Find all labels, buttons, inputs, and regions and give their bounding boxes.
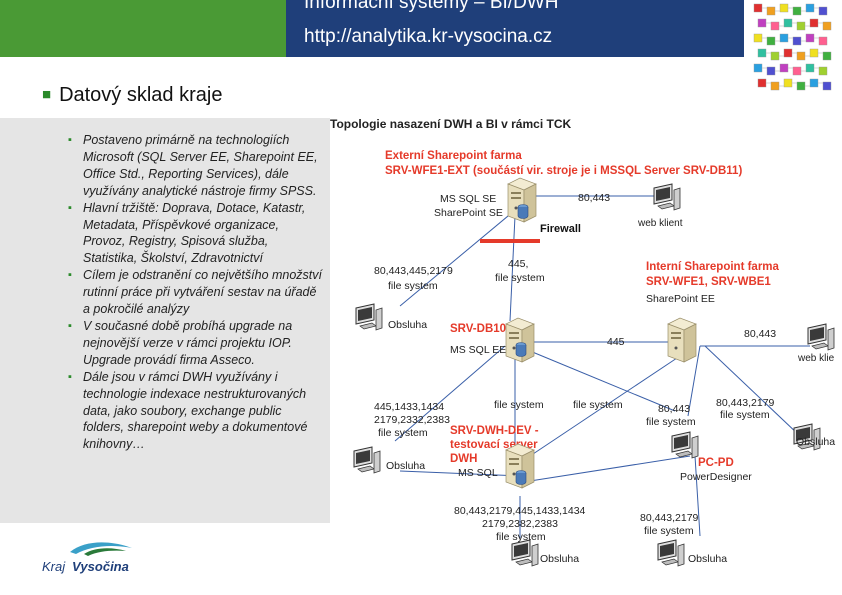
- bullet-item: V současné době probíhá upgrade na nejno…: [68, 318, 324, 369]
- operator-label-bottom-right: Obsluha: [688, 553, 727, 565]
- logo-kraj-text: Kraj: [42, 559, 66, 574]
- ports-left-mid: 445,1433,1434: [374, 401, 444, 413]
- ports-left-top: 80,443,445,2179: [374, 265, 453, 277]
- cube-logo-icon: [753, 3, 832, 91]
- ports-bottom1: 80,443,2179,445,1433,1434: [454, 505, 586, 517]
- int-farm-title: Interní Sharepoint farma: [646, 261, 780, 273]
- fs-label-right-mid: file system: [720, 409, 770, 421]
- section-title-text: Datový sklad kraje: [59, 84, 223, 106]
- ports-bottom-right: 80,443,2179: [640, 512, 699, 524]
- kraj-vysocina-logo: Kraj Vysočina: [42, 542, 132, 574]
- topology-svg: Topologie nasazení DWH a BI v rámci TCK …: [330, 117, 835, 567]
- bullet-item: Postaveno primárně na technologiích Micr…: [68, 132, 324, 200]
- port-label-right: 80,443: [744, 328, 776, 340]
- operator-bottom-right-pc-icon: [657, 539, 685, 567]
- header-bar: Informační systémy – BI/DWH http://analy…: [286, 0, 744, 57]
- bullet-list: Postaveno primárně na technologiích Micr…: [68, 132, 324, 453]
- ports-left-mid2: 2179,2332,2383: [374, 414, 450, 426]
- header-accent-bar: [0, 0, 286, 57]
- fs-label-mid: file system: [494, 399, 544, 411]
- operator-label-1: Obsluha: [388, 319, 427, 331]
- ports-right-mid: 80,443,2179: [716, 397, 775, 409]
- operator-label-2: Obsluha: [386, 460, 425, 472]
- web-client-pc-icon: [653, 183, 681, 211]
- operator-label-bottom: Obsluha: [540, 553, 579, 565]
- port-445-mid: 445: [607, 336, 625, 348]
- fs-label-mid2: file system: [573, 399, 623, 411]
- header-title: Informační systémy – BI/DWH: [304, 0, 559, 13]
- int-farm-role: SharePoint EE: [646, 293, 715, 305]
- srv-db10-name: SRV-DB10: [450, 323, 506, 335]
- port-label-top: 80,443: [578, 192, 610, 204]
- section-title: ■ Datový sklad kraje: [42, 84, 222, 107]
- operator-bottom-pc-icon: [511, 539, 539, 567]
- ports-bottom2: 2179,2382,2383: [482, 518, 558, 530]
- pc-pd-icon: [671, 431, 699, 459]
- int-server-icon: [667, 317, 697, 363]
- srv-dwh-name1: SRV-DWH-DEV -: [450, 425, 539, 437]
- fs-label-left-top: file system: [388, 280, 438, 292]
- fs-label-mid3: file system: [646, 416, 696, 428]
- fs-label-top: file system: [495, 272, 545, 284]
- srv-db10-role: MS SQL EE: [450, 344, 506, 356]
- operator-label-right: Obsluha: [796, 436, 835, 448]
- logo-vysocina-text: Vysočina: [72, 559, 129, 574]
- web-client-right-pc-icon: [807, 323, 835, 351]
- fs-label-bottom: file system: [496, 531, 546, 543]
- ext-role-sharepoint: SharePoint SE: [434, 207, 503, 219]
- diagram-title: Topologie nasazení DWH a BI v rámci TCK: [330, 117, 571, 131]
- int-farm-subtitle: SRV-WFE1, SRV-WBE1: [646, 276, 771, 288]
- ext-db-icon: [517, 204, 529, 219]
- bullet-item: Dále jsou v rámci DWH využívány i techno…: [68, 369, 324, 454]
- ext-farm-subtitle: SRV-WFE1-EXT (součástí vir. stroje je i …: [385, 165, 742, 177]
- topology-diagram: Topologie nasazení DWH a BI v rámci TCK …: [330, 116, 842, 595]
- ext-role-sql: MS SQL SE: [440, 193, 496, 205]
- port-445-label: 445,: [508, 258, 528, 270]
- srv-db10-db-icon: [515, 342, 527, 357]
- swoosh-icon: [70, 542, 132, 554]
- fs-label-bottom-right: file system: [644, 525, 694, 537]
- square-bullet-icon: ■: [42, 86, 52, 103]
- pc-pd-role: PowerDesigner: [680, 471, 752, 483]
- bullet-item: Hlavní tržiště: Doprava, Dotace, Katastr…: [68, 200, 324, 268]
- web-client-label: web klient: [637, 218, 683, 229]
- srv-dwh-name3: DWH: [450, 453, 477, 465]
- firewall-bar: [480, 239, 540, 243]
- bullet-item: Cílem je odstranění co největšího množst…: [68, 267, 324, 318]
- port-80443-mid: 80,443: [658, 403, 690, 415]
- ext-farm-title: Externí Sharepoint farma: [385, 150, 522, 162]
- fs-label-left-mid: file system: [378, 427, 428, 439]
- header-url: http://analytika.kr-vysocina.cz: [304, 26, 553, 47]
- operator-left-pc-icon: [353, 446, 381, 474]
- operator-pc-icon: [355, 303, 383, 331]
- firewall-label: Firewall: [540, 223, 581, 235]
- web-client-right-label: web klie: [797, 353, 835, 364]
- srv-dwh-role: MS SQL: [458, 467, 498, 479]
- connection-lines: [394, 195, 810, 538]
- pc-pd-name: PC-PD: [698, 457, 734, 469]
- srv-dwh-db-icon: [515, 470, 527, 485]
